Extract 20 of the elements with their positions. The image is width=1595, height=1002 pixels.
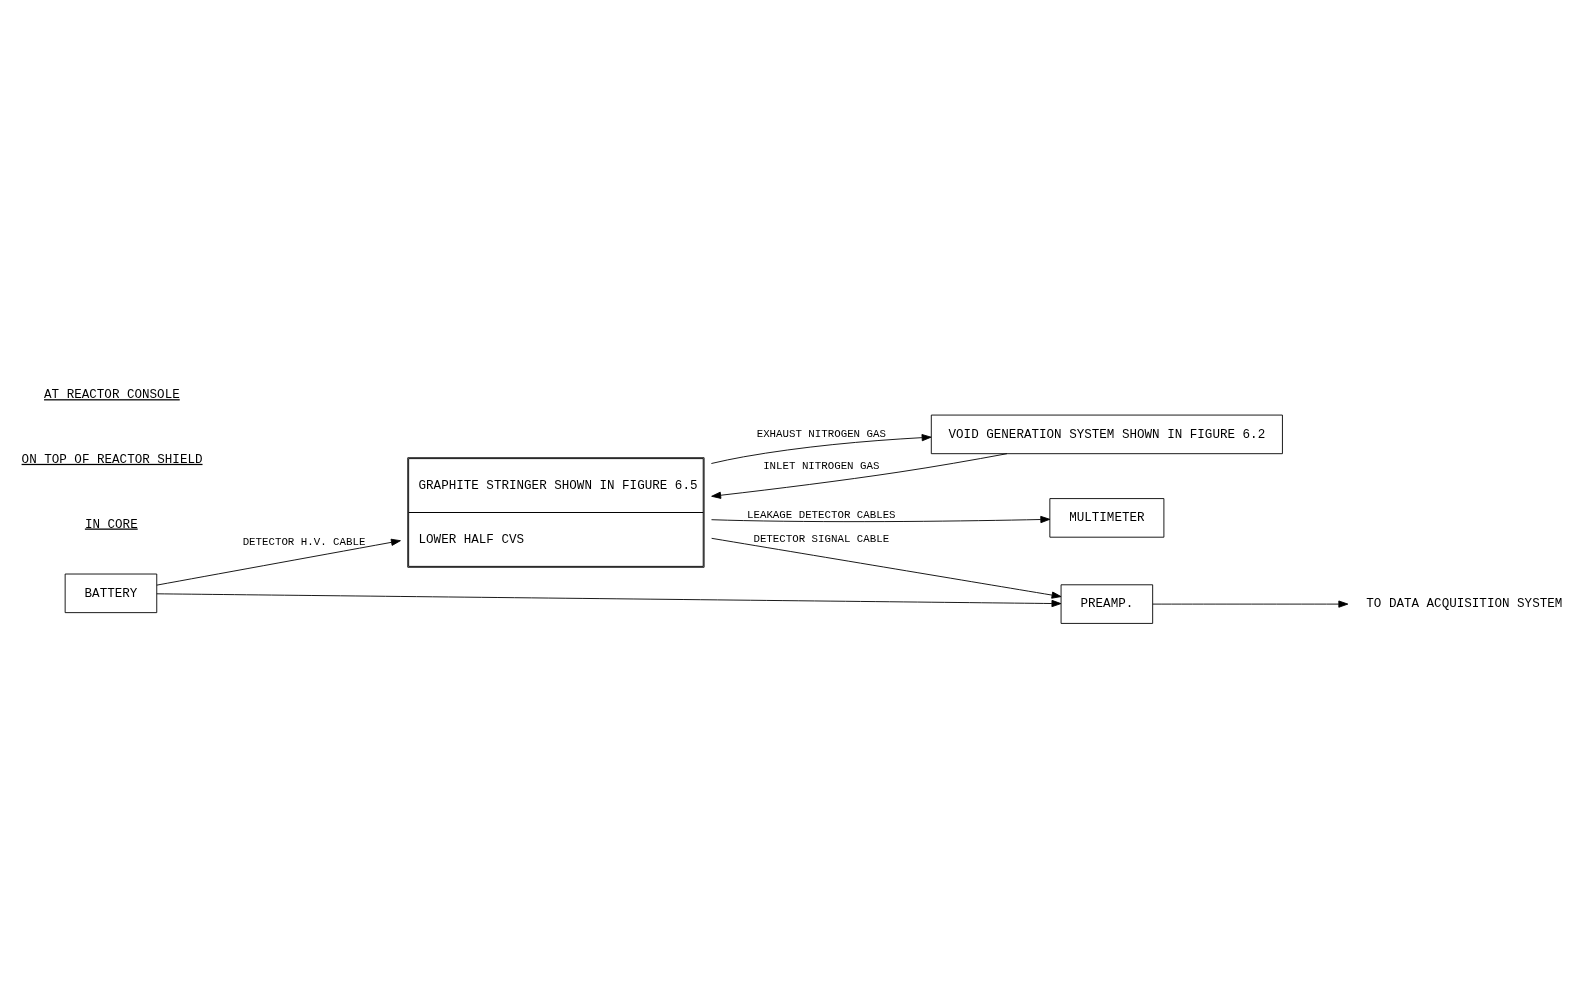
arrow xyxy=(710,433,932,464)
edge-label: INLET NITROGEN GAS xyxy=(763,459,880,472)
node-box: VOID GENERATION SYSTEM SHOWN IN FIGURE 6.2 xyxy=(930,414,1283,454)
node-box: BATTERY xyxy=(64,573,158,613)
label: AT REACTOR CONSOLE xyxy=(44,387,180,402)
arrow xyxy=(1152,600,1349,608)
edge-label: EXHAUST NITROGEN GAS xyxy=(756,427,886,440)
node-box: PREAMP. xyxy=(1060,583,1154,624)
edge-label: LEAKAGE DETECTOR CABLES xyxy=(747,508,896,521)
arrow xyxy=(711,537,1062,599)
label: IN CORE xyxy=(84,517,138,531)
arrow xyxy=(711,452,1008,499)
label: ON TOP OF REACTOR SHIELD xyxy=(21,452,203,467)
node-text: TO DATA ACQUISITION SYSTEM xyxy=(1366,596,1563,611)
node-box: MULTIMETER xyxy=(1049,497,1165,538)
arrow xyxy=(156,592,1062,607)
edge-label: DETECTOR SIGNAL CABLE xyxy=(753,532,890,545)
edge-label: DETECTOR H.V. CABLE xyxy=(242,535,366,548)
arrow xyxy=(711,515,1051,523)
arrow xyxy=(156,538,401,586)
